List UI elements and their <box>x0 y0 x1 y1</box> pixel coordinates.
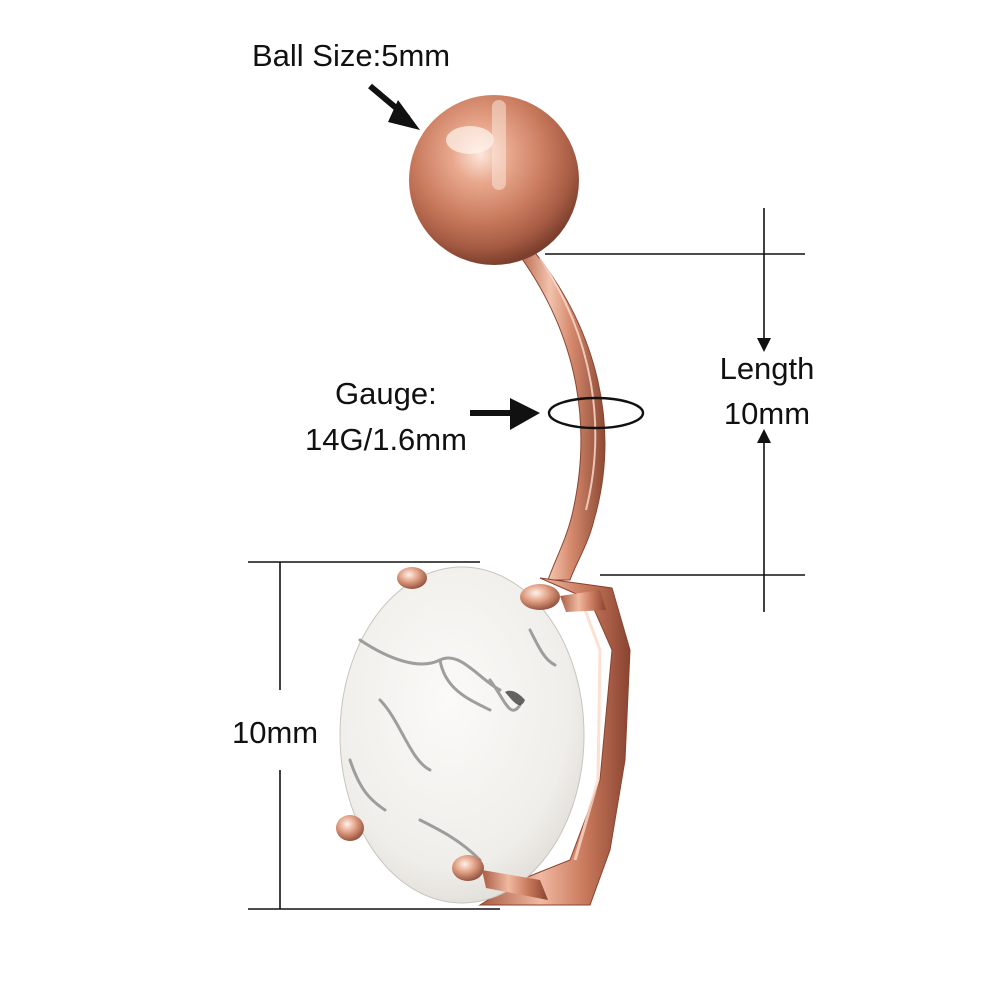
top-ball <box>409 95 579 265</box>
gem-height-label: 10mm <box>232 715 319 750</box>
gauge-ring-icon <box>547 396 645 430</box>
arrow-down-right-icon <box>368 83 420 130</box>
prong-top-right <box>520 584 560 610</box>
arrow-right-icon <box>470 398 540 430</box>
gauge-value-label: 14G/1.6mm <box>305 422 467 457</box>
ball-size-label: Ball Size:5mm <box>252 38 451 73</box>
length-dimension <box>545 208 805 612</box>
length-title-label: Length <box>719 351 815 386</box>
gauge-title-label: Gauge: <box>335 376 437 411</box>
barbell-bar <box>519 243 606 581</box>
gem-veins <box>348 628 557 862</box>
gem-prongs <box>336 567 606 900</box>
prong-bottom-left <box>336 815 364 841</box>
white-howlite-gem <box>339 566 585 904</box>
arrow-up-icon <box>757 429 771 443</box>
arrow-down-icon <box>757 338 771 352</box>
gem-height-dimension <box>248 561 500 910</box>
prong-bottom-right <box>452 855 484 881</box>
length-value-label: 10mm <box>723 396 811 431</box>
prong-top-left <box>397 567 427 589</box>
gem-setting <box>478 577 631 906</box>
